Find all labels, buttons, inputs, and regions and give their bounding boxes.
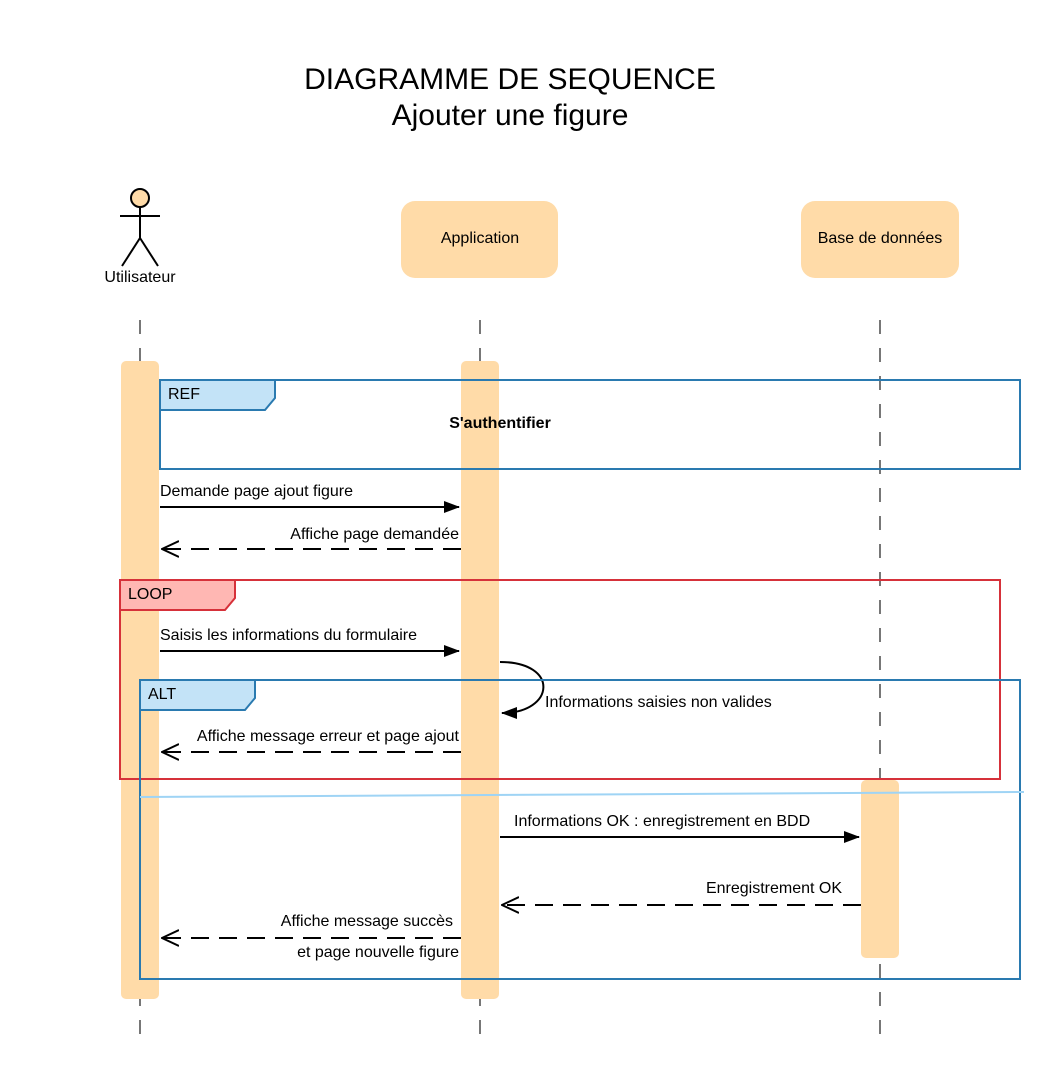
message-demande-page-label: Demande page ajout figure xyxy=(160,483,353,500)
ref-tag xyxy=(159,379,276,411)
actor-utilisateur: Utilisateur xyxy=(104,188,176,286)
participant-application-label: Application xyxy=(441,230,519,247)
ref-tag-label: REF xyxy=(168,386,200,403)
participant-database: Base de données xyxy=(801,201,959,278)
activation-database xyxy=(861,780,899,958)
message-affiche-page-label: Affiche page demandée xyxy=(290,526,459,543)
loop-tag-label: LOOP xyxy=(128,586,172,603)
actor-left-leg xyxy=(121,237,141,267)
alt-tag-label: ALT xyxy=(148,686,176,703)
participant-application: Application xyxy=(401,201,558,278)
ref-fragment: REF S'authentifier xyxy=(159,379,1021,470)
ref-body-label: S'authentifier xyxy=(449,415,551,432)
message-succes-label-line1: Affiche message succès xyxy=(281,913,453,930)
alt-separator xyxy=(139,791,1025,798)
message-enregistrement-bdd-label: Informations OK : enregistrement en BDD xyxy=(514,813,810,830)
loop-tag xyxy=(119,579,236,611)
actor-label: Utilisateur xyxy=(104,269,176,286)
message-enregistrement-ok-label: Enregistrement OK xyxy=(706,880,842,897)
diagram-title: DIAGRAMME DE SEQUENCE xyxy=(304,63,716,96)
participant-database-box xyxy=(801,201,959,278)
ref-frame xyxy=(159,379,1021,470)
actor-head xyxy=(130,188,150,208)
diagram-subtitle: Ajouter une figure xyxy=(391,99,629,132)
message-saisis-label: Saisis les informations du formulaire xyxy=(160,627,417,644)
message-erreur-label: Affiche message erreur et page ajout xyxy=(197,728,460,745)
alt-fragment: ALT xyxy=(139,679,1025,980)
message-non-valides-arrow xyxy=(499,661,545,719)
message-non-valides-label: Informations saisies non valides xyxy=(545,694,772,711)
actor-right-leg xyxy=(139,237,159,267)
message-succes-label-line2: et page nouvelle figure xyxy=(297,944,459,961)
participant-application-box xyxy=(401,201,558,278)
alt-tag xyxy=(139,679,256,711)
participant-database-label: Base de données xyxy=(818,230,943,247)
alt-frame xyxy=(139,679,1021,980)
